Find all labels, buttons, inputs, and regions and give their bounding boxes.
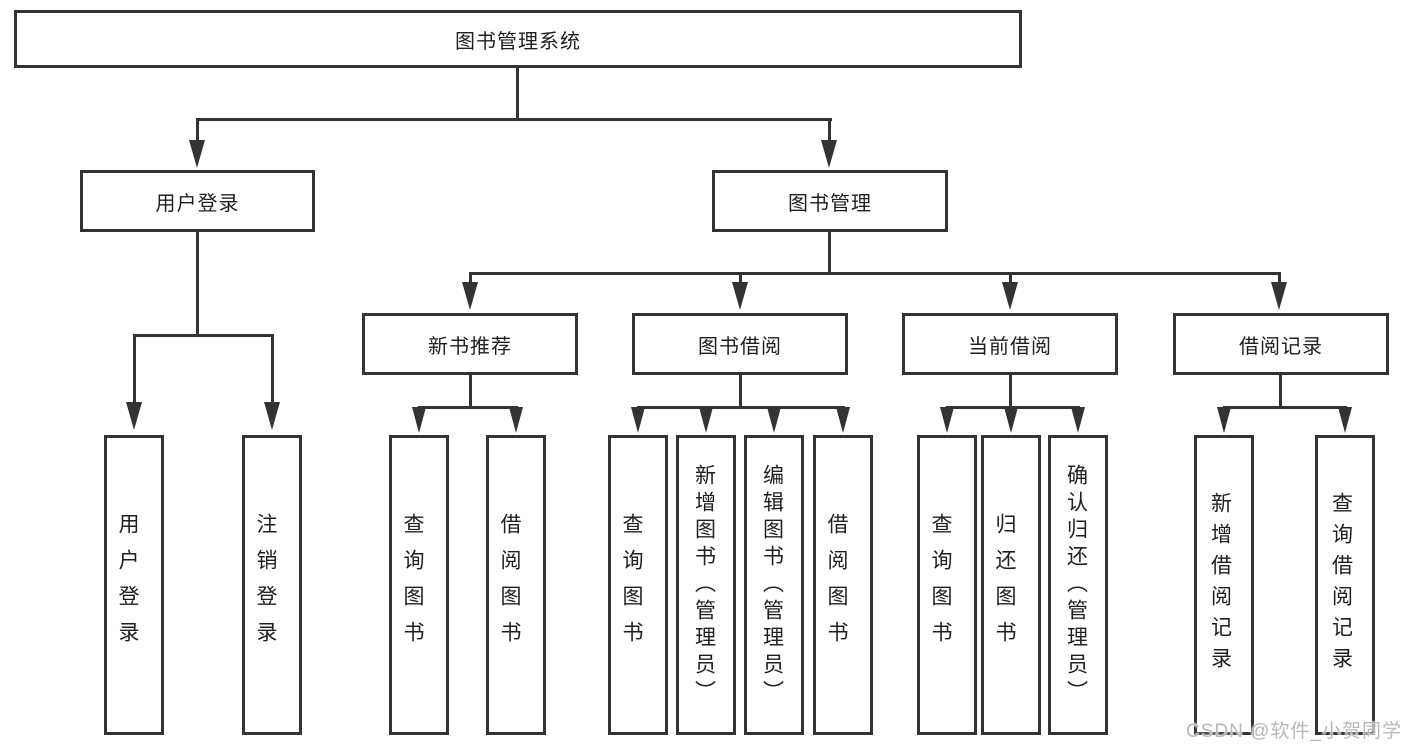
node-root: 图书管理系统	[14, 10, 1022, 68]
arrow-to-current-borrow	[1002, 282, 1018, 310]
node-borrow-records: 借阅记录	[1173, 313, 1389, 375]
arrow-current-borrow-child-1	[940, 407, 954, 433]
connector-borrow-records-stem	[1279, 375, 1282, 408]
connector-drop-current-borrow	[1009, 272, 1012, 284]
watermark: CSDN @软件_小贺同学	[1186, 721, 1402, 742]
node-new-rec: 新书推荐	[362, 313, 578, 375]
arrow-current-borrow-child-2	[1004, 407, 1018, 433]
leaf-current-return-books: 归还图书	[981, 435, 1041, 735]
leaf-borrow-borrow-books: 借阅图书	[813, 435, 873, 735]
arrow-to-book-mgmt	[821, 140, 837, 168]
arrow-book-borrow-child-4	[836, 407, 850, 433]
arrow-to-user-login	[189, 140, 205, 168]
arrow-to-new-rec	[462, 282, 478, 310]
arrow-to-logout-leaf	[264, 402, 280, 430]
connector-root-stem	[516, 68, 519, 120]
arrow-borrow-records-child-1	[1217, 407, 1231, 433]
leaf-borrow-add-books-admin: 新增图书（管理员）	[676, 435, 736, 735]
connector-drop-book-mgmt	[828, 118, 831, 144]
connector-book-borrow-stem	[739, 375, 742, 408]
leaf-user-login: 用户登录	[104, 435, 164, 735]
connector-book-mgmt-bar	[469, 272, 1281, 275]
node-book-borrow: 图书借阅	[632, 313, 848, 375]
arrow-book-borrow-child-1	[631, 407, 645, 433]
leaf-borrow-query-books: 查询图书	[608, 435, 668, 735]
leaf-borrow-edit-books-admin: 编辑图书（管理员）	[744, 435, 804, 735]
connector-borrow-records-bar	[1223, 406, 1347, 409]
connector-root-bar	[196, 118, 832, 121]
arrow-book-borrow-child-3	[767, 407, 781, 433]
node-user-login: 用户登录	[80, 170, 315, 232]
connector-book-mgmt-stem	[828, 232, 831, 275]
node-book-mgmt: 图书管理	[712, 170, 948, 232]
leaf-current-query-books: 查询图书	[917, 435, 977, 735]
connector-new-rec-stem	[469, 375, 472, 408]
leaf-records-add-record: 新增借阅记录	[1194, 435, 1254, 735]
connector-drop-user-login	[196, 118, 199, 144]
connector-drop-login-leaf	[133, 334, 136, 404]
connector-user-login-stem	[196, 232, 199, 337]
connector-drop-book-borrow	[739, 272, 742, 284]
leaf-new-rec-borrow-books: 借阅图书	[486, 435, 546, 735]
connector-book-borrow-bar	[637, 406, 845, 409]
leaf-new-rec-query-books: 查询图书	[389, 435, 449, 735]
connector-current-borrow-stem	[1009, 375, 1012, 408]
leaf-logout: 注销登录	[242, 435, 302, 735]
arrow-new-rec-child-1	[412, 407, 426, 433]
arrow-borrow-records-child-2	[1338, 407, 1352, 433]
leaf-current-confirm-return-admin: 确认归还（管理员）	[1048, 435, 1108, 735]
node-current-borrow: 当前借阅	[902, 313, 1118, 375]
arrow-to-borrow-records	[1271, 282, 1287, 310]
leaf-records-query-record: 查询借阅记录	[1315, 435, 1375, 735]
connector-drop-logout-leaf	[271, 334, 274, 404]
connector-drop-borrow-records	[1278, 272, 1281, 284]
arrow-new-rec-child-2	[509, 407, 523, 433]
arrow-to-login-leaf	[126, 402, 142, 430]
arrow-to-book-borrow	[732, 282, 748, 310]
connector-new-rec-bar	[418, 406, 518, 409]
arrow-book-borrow-child-2	[699, 407, 713, 433]
connector-drop-new-rec	[469, 272, 472, 284]
connector-user-login-bar	[133, 334, 274, 337]
arrow-current-borrow-child-3	[1071, 407, 1085, 433]
